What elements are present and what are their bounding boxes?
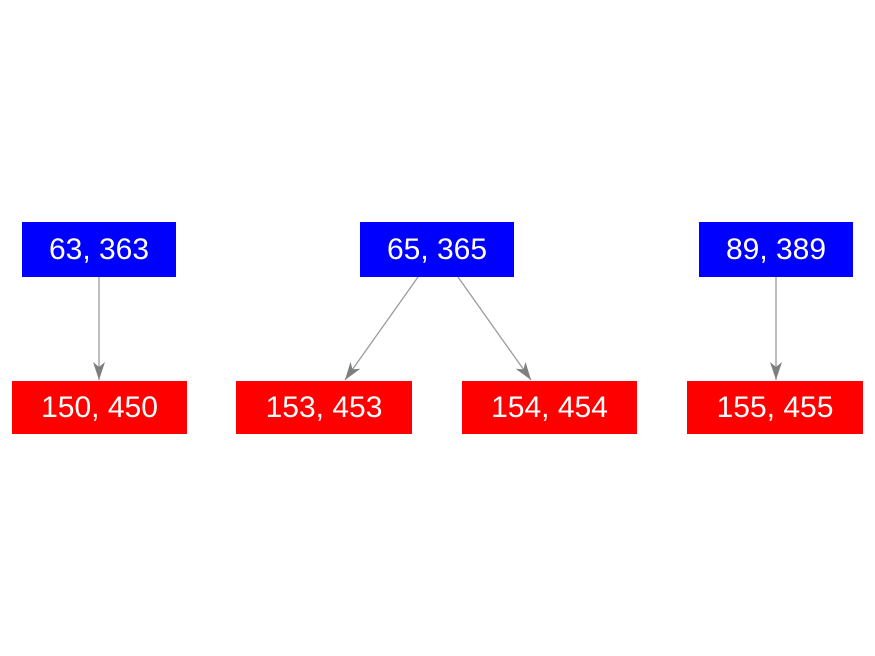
- edge-65-365-to-154-454: [457, 276, 532, 381]
- node-label: 150, 450: [41, 390, 158, 424]
- tree-node-63-363: 63, 363: [22, 222, 176, 277]
- node-label: 153, 453: [265, 390, 383, 424]
- tree-node-154-454: 154, 454: [462, 381, 637, 434]
- tree-node-155-455: 155, 455: [687, 381, 863, 434]
- node-label: 155, 455: [716, 390, 834, 424]
- tree-node-153-453: 153, 453: [236, 381, 412, 434]
- node-label: 89, 389: [725, 232, 827, 266]
- edge-65-365-to-153-453: [344, 276, 419, 381]
- tree-node-65-365: 65, 365: [360, 222, 514, 277]
- node-label: 65, 365: [386, 232, 488, 266]
- node-label: 154, 454: [491, 390, 608, 424]
- tree-node-150-450: 150, 450: [12, 381, 187, 434]
- tree-node-89-389: 89, 389: [699, 222, 853, 277]
- node-label: 63, 363: [48, 232, 150, 266]
